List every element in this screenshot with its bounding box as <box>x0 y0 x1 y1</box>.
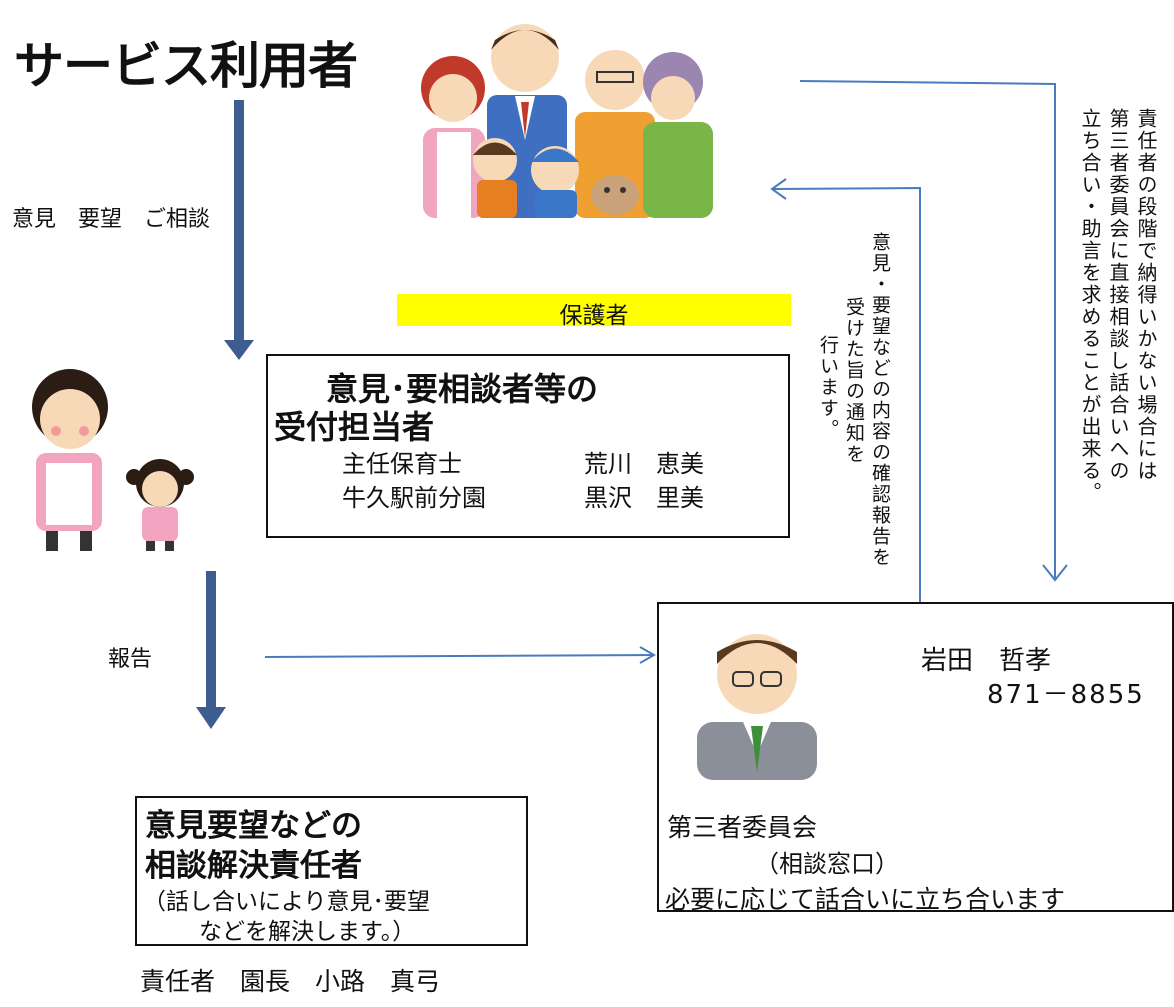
receptionist-name-1: 荒川 恵美 <box>584 450 704 478</box>
committee-title: 第三者委員会 <box>667 813 818 842</box>
flow-label-report: 報告 <box>108 647 153 672</box>
responsible-person: 責任者 園長 小路 真弓 <box>140 967 441 996</box>
receptionist-heading-2: 受付担当者 <box>274 408 435 446</box>
resolver-heading-1: 意見要望などの <box>145 808 362 844</box>
down-arrow-1 <box>224 100 254 360</box>
page-title: サービス利用者 <box>14 37 358 95</box>
direct-text-col1: 責任者の段階で納得いかない場合には <box>1134 108 1158 482</box>
notice-text-col3: 行います。 <box>817 335 839 440</box>
committee-subtitle: （相談窓口） <box>755 850 899 878</box>
direct-text-col2: 第三者委員会に直接相談し話合いへの <box>1106 108 1130 482</box>
notice-text-col1: 意見・要望などの内容の確認報告を <box>869 232 891 568</box>
guardian-label-bar <box>397 294 791 326</box>
family-illustration <box>421 24 713 218</box>
committee-description: 必要に応じて話合いに立ち合います <box>665 885 1066 914</box>
receptionist-box: 意見･要相談者等の 受付担当者 主任保育士 荒川 恵美 牛久駅前分園 黒沢 里美 <box>266 354 790 538</box>
guardian-label: 保護者 <box>559 303 629 329</box>
direct-text-col3: 立ち合い・助言を求めることが出来る。 <box>1078 108 1102 504</box>
notice-text-col2: 受けた旨の通知を <box>843 297 865 465</box>
receptionist-heading-1: 意見･要相談者等の <box>326 370 599 408</box>
resolver-note-1: （話し合いにより意見･要望 <box>143 889 431 915</box>
resolver-box: 意見要望などの 相談解決責任者 （話し合いにより意見･要望 などを解決します。） <box>135 796 528 946</box>
receptionist-role-2: 牛久駅前分園 <box>342 484 486 512</box>
committee-box: 岩田 哲孝 871－8855 第三者委員会 （相談窓口） 必要に応じて話合いに立… <box>657 602 1174 914</box>
receptionist-role-1: 主任保育士 <box>342 450 462 478</box>
receptionist-name-2: 黒沢 里美 <box>584 484 704 512</box>
teacher-child-illustration <box>32 369 194 551</box>
committee-member-illustration <box>697 634 817 780</box>
down-arrow-2 <box>196 571 226 729</box>
committee-phone: 871－8855 <box>987 680 1145 710</box>
resolver-heading-2: 相談解決責任者 <box>145 848 362 884</box>
resolver-note-2: などを解決します。） <box>199 919 416 945</box>
flow-label-opinion: 意見 要望 ご相談 <box>12 207 211 232</box>
committee-name: 岩田 哲孝 <box>921 646 1052 676</box>
